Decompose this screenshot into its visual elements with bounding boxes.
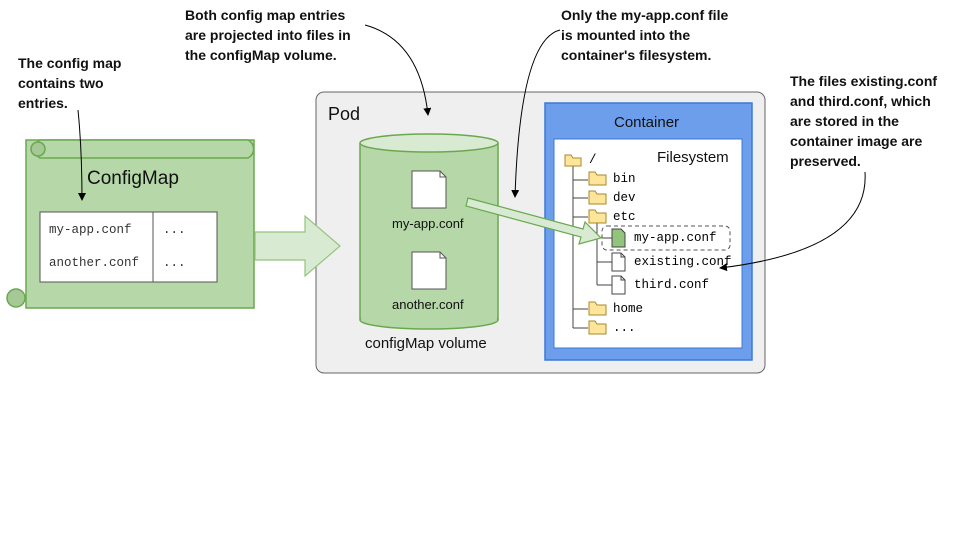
filesystem-title: Filesystem xyxy=(657,149,729,166)
configmap-entry-value: ... xyxy=(163,256,186,270)
folder-icon xyxy=(588,301,607,316)
tree-dir: ... xyxy=(613,321,636,335)
tree-file: third.conf xyxy=(634,278,710,292)
pod-label: Pod xyxy=(328,104,361,124)
volume-file-icon xyxy=(411,170,447,209)
tree-root: / xyxy=(589,153,597,167)
tree-dir: etc xyxy=(613,210,636,224)
projected-annotation: Both config map entries are projected in… xyxy=(185,7,351,63)
mounted-annotation: Only the my-app.conf file is mounted int… xyxy=(561,7,729,63)
container-title: Container xyxy=(614,114,680,131)
tree-file: existing.conf xyxy=(634,255,732,269)
volume-file-label: another.conf xyxy=(392,297,464,312)
folder-icon xyxy=(588,190,607,205)
file-icon xyxy=(611,252,626,272)
config-map-annotation: The config map contains two entries. xyxy=(18,55,122,111)
folder-icon xyxy=(588,171,607,186)
pointer-preserved-note xyxy=(719,171,866,272)
file-icon-green xyxy=(611,228,626,248)
volume-file-label: my-app.conf xyxy=(392,216,464,231)
volume-file-icon xyxy=(411,251,447,290)
pointer-projected-note xyxy=(364,24,432,116)
tree-dir: bin xyxy=(613,172,636,186)
tree-dir: home xyxy=(613,302,644,316)
file-icon xyxy=(611,275,626,295)
folder-icon xyxy=(588,320,607,335)
pointer-configmap-note xyxy=(77,109,86,201)
filesystem-panel xyxy=(553,138,743,349)
configmap-entry-value: ... xyxy=(163,223,186,237)
tree-file: my-app.conf xyxy=(634,231,717,245)
folder-icon xyxy=(564,154,582,167)
mounted-file-highlight xyxy=(601,225,731,251)
projection-arrow xyxy=(254,214,341,278)
pointer-mounted-note xyxy=(511,29,561,198)
configmap-entry-key: another.conf xyxy=(49,256,140,270)
volume-label: configMap volume xyxy=(365,335,487,352)
tree-dir: dev xyxy=(613,191,636,205)
configmap-entry-key: my-app.conf xyxy=(49,223,132,237)
configmap-title: ConfigMap xyxy=(87,168,179,189)
preserved-annotation: The files existing.conf and third.conf, … xyxy=(790,73,938,169)
mount-arrow xyxy=(465,197,603,245)
configmap-scroll xyxy=(6,139,255,309)
folder-icon xyxy=(588,209,607,224)
